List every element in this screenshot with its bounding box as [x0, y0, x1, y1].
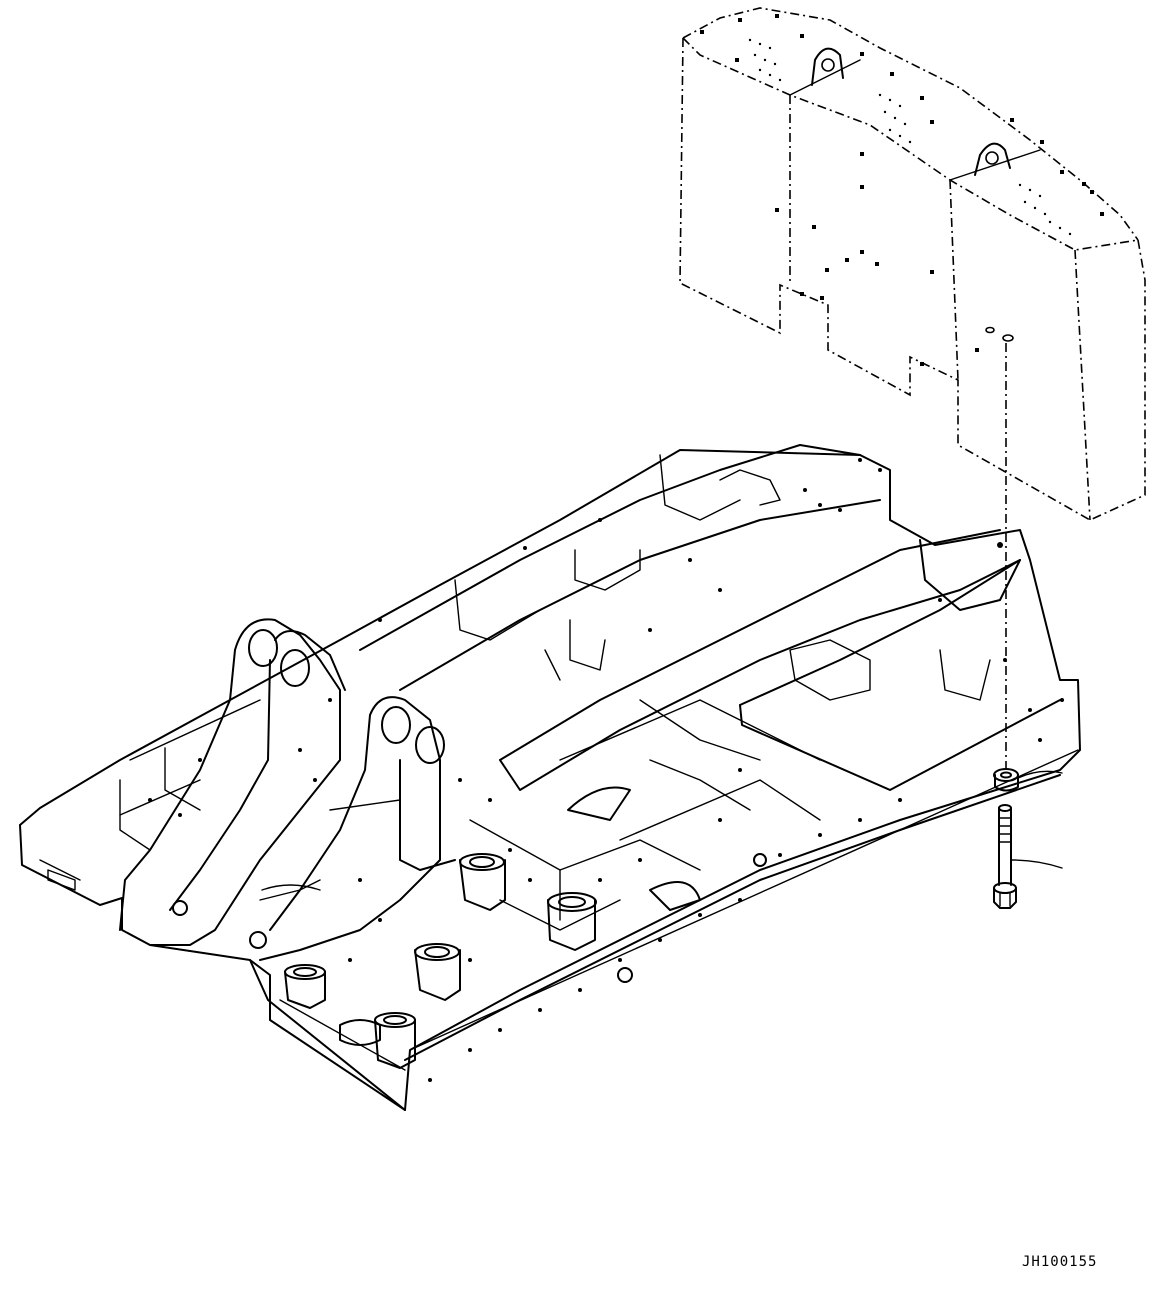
mount-cups [284, 853, 597, 1069]
counterweight-perforations [748, 38, 1072, 236]
revolving-frame-icon [19, 444, 1081, 1111]
washer-icon [993, 768, 1019, 792]
counterweight-icon [679, 7, 1146, 521]
drawing-code: JH100155 [1022, 1254, 1098, 1270]
bolt-icon [993, 804, 1017, 909]
bolt-leader-line [1011, 859, 1063, 869]
washer-leader-line [1017, 770, 1063, 779]
frame-holes [148, 458, 1064, 1082]
counterweight-holes [700, 14, 1104, 366]
